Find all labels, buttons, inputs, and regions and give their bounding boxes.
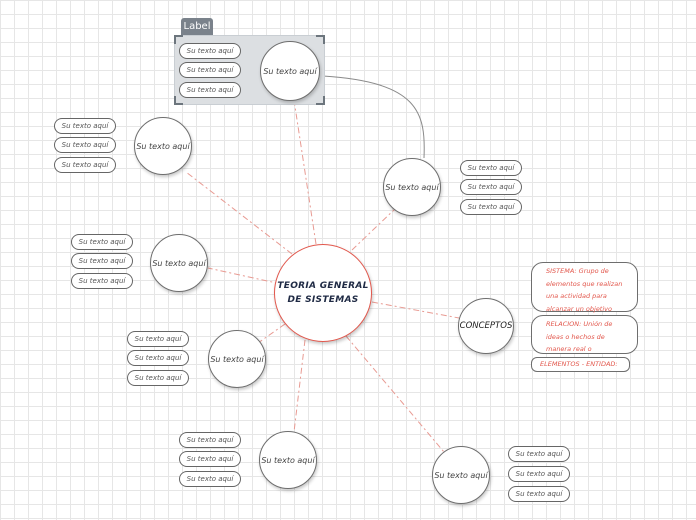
subtopic-pill[interactable]: Su texto aquí: [127, 350, 189, 366]
subtopic-pill[interactable]: Su texto aquí: [71, 273, 133, 289]
topic-node-label: Su texto aquí: [261, 455, 315, 465]
subtopic-pill[interactable]: Su texto aquí: [460, 179, 522, 195]
corner-handle[interactable]: [174, 96, 183, 105]
topic-node-label: Su texto aquí: [263, 66, 317, 76]
relation-curve: [322, 75, 425, 159]
connector-topic-7: [345, 335, 445, 453]
subtopic-pill[interactable]: Su texto aquí: [508, 446, 570, 462]
topic-node-label: Su texto aquí: [434, 470, 488, 480]
subtopic-pill[interactable]: Su texto aquí: [179, 432, 241, 448]
concept-elementos[interactable]: ELEMENTOS - ENTIDAD:: [531, 357, 630, 372]
subtopic-pill[interactable]: Su texto aquí: [179, 82, 241, 98]
topic-node-label: Su texto aquí: [152, 258, 206, 268]
subtopic-pill[interactable]: Su texto aquí: [179, 471, 241, 487]
central-topic-line2: DE SISTEMAS: [287, 295, 359, 305]
topic-node-4[interactable]: Su texto aquí: [150, 234, 208, 292]
corner-handle[interactable]: [316, 96, 325, 105]
connector-topic-3: [207, 267, 282, 285]
subtopic-pill[interactable]: Su texto aquí: [71, 234, 133, 250]
topic-node-label: Su texto aquí: [136, 141, 190, 151]
topic-node-label: Su texto aquí: [210, 354, 264, 364]
subtopic-pill[interactable]: Su texto aquí: [508, 466, 570, 482]
subtopic-pill[interactable]: Su texto aquí: [460, 160, 522, 176]
label-tab[interactable]: Label: [181, 18, 213, 35]
connector-topic-6: [293, 339, 306, 433]
topic-node-6[interactable]: Su texto aquí: [259, 431, 317, 489]
subtopic-pill[interactable]: Su texto aquí: [127, 370, 189, 386]
concepts-node[interactable]: CONCEPTOS: [458, 298, 514, 354]
subtopic-pill[interactable]: Su texto aquí: [508, 486, 570, 502]
connector-topic-5: [257, 323, 286, 344]
subtopic-pill[interactable]: Su texto aquí: [127, 331, 189, 347]
topic-node-2[interactable]: Su texto aquí: [134, 117, 192, 175]
subtopic-pill[interactable]: Su texto aquí: [179, 62, 241, 78]
central-topic-line1: TEORIA GENERAL: [277, 281, 369, 291]
connector-topic-2: [185, 171, 293, 255]
subtopic-pill[interactable]: Su texto aquí: [179, 43, 241, 59]
subtopic-pill[interactable]: Su texto aquí: [179, 451, 241, 467]
topic-node-1[interactable]: Su texto aquí: [260, 41, 320, 101]
topic-node-7[interactable]: Su texto aquí: [432, 446, 490, 504]
subtopic-pill[interactable]: Su texto aquí: [54, 118, 116, 134]
subtopic-pill[interactable]: Su texto aquí: [54, 157, 116, 173]
concepts-title: CONCEPTOS: [459, 321, 513, 331]
subtopic-pill[interactable]: Su texto aquí: [54, 137, 116, 153]
subtopic-pill[interactable]: Su texto aquí: [460, 199, 522, 215]
concept-sistema[interactable]: SISTEMA: Grupo de elementos que realizan…: [531, 262, 638, 313]
topic-node-3[interactable]: Su texto aquí: [383, 158, 441, 216]
concept-relacion[interactable]: RELACION: Unión de ideas o hechos de man…: [531, 315, 638, 366]
connector-topic-4: [351, 207, 397, 251]
central-topic[interactable]: TEORIA GENERAL DE SISTEMAS: [274, 244, 372, 342]
connector-concepts: [371, 301, 460, 319]
topic-node-5[interactable]: Su texto aquí: [208, 330, 266, 388]
corner-handle[interactable]: [316, 35, 325, 44]
corner-handle[interactable]: [174, 35, 183, 44]
subtopic-pill[interactable]: Su texto aquí: [71, 253, 133, 269]
topic-node-label: Su texto aquí: [385, 182, 439, 192]
connector-topic-1: [293, 99, 317, 245]
